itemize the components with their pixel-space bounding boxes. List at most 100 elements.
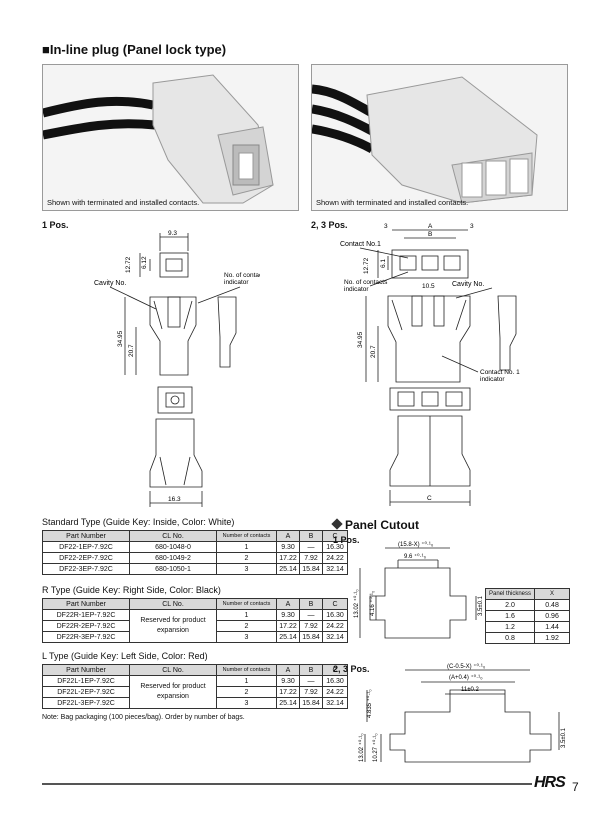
- cavity-label-r: Cavity No.: [452, 281, 484, 288]
- table-cell: 0.48: [534, 599, 571, 611]
- page-title: ■In-line plug (Panel lock type): [42, 42, 227, 57]
- photo-caption: Shown with terminated and installed cont…: [316, 198, 469, 207]
- table-cell: 24.22: [322, 552, 348, 564]
- col-c: C: [322, 530, 348, 542]
- dim-15-8-x: (15.8-X) ⁺⁰·¹₀: [398, 541, 434, 548]
- dim-12-72: 12.72: [125, 256, 132, 273]
- table-cell: 1: [216, 675, 277, 687]
- plug-photo-3pos: [312, 76, 538, 204]
- table-cell: 7.92: [299, 620, 323, 632]
- footer-divider: [42, 783, 532, 785]
- table-row: DF22L-1EP-7.92C Reserved for product exp…: [42, 675, 348, 709]
- dim-3-left: 3: [384, 223, 388, 230]
- table-cell: 15.84: [299, 631, 323, 643]
- contacts-indicator-label-r2: indicator: [344, 286, 369, 293]
- standard-table: Part Number CL No. Number of contacts A …: [42, 530, 348, 575]
- contacts-indicator-label-r: No. of contacts: [344, 279, 388, 286]
- table-header-cell: Part Number: [42, 664, 130, 676]
- col-cl-no: CL No.: [129, 530, 217, 542]
- table-cell: 24.22: [322, 686, 348, 698]
- reserved-cell: Reserved for product expansion: [129, 609, 217, 643]
- diamond-icon: [331, 518, 343, 530]
- table-cell: 17.22: [276, 686, 300, 698]
- dim-3-5-b: 3.5±0.1: [561, 727, 567, 748]
- table-cell: 3: [216, 563, 277, 575]
- table-cell: 3: [216, 631, 277, 643]
- table-cell: 7.92: [299, 552, 323, 564]
- table-cell: 9.30: [276, 609, 300, 621]
- dim-A: A: [428, 223, 433, 230]
- table-cell: 1: [216, 609, 277, 621]
- dim-12-72-r: 12.72: [363, 257, 370, 274]
- cavity-label: Cavity No.: [94, 280, 126, 287]
- drawing-1pos: 9.3 12.72 6.12 Cavity No. No. of contact…: [94, 230, 260, 507]
- table-row: DF22R-1EP-7.92C Reserved for product exp…: [42, 609, 348, 643]
- table-cell: 32.14: [322, 631, 348, 643]
- table-cell: 24.22: [322, 620, 348, 632]
- dim-13-02-b: 13.02 ⁺⁰·¹₀: [358, 733, 365, 762]
- table-cell: 680-1049-2: [129, 552, 217, 564]
- table-cell: 32.14: [322, 697, 348, 709]
- packaging-note: Note: Bag packaging (100 pieces/bag). Or…: [42, 714, 245, 721]
- table-cell: 3: [216, 697, 277, 709]
- r-type-table: Part Number CL No. Number of contacts A …: [42, 598, 348, 643]
- dim-4-16: 4.16 ⁺⁰·¹₀: [369, 590, 376, 616]
- plug-photo-1pos: [43, 74, 274, 204]
- table-cell: DF22-1EP-7.92C: [42, 541, 130, 553]
- table-cell: 1.2: [484, 621, 536, 633]
- contacts-indicator-label: No. of contacts: [224, 272, 260, 279]
- photo-3pos: Shown with terminated and installed cont…: [311, 64, 568, 211]
- table-cell: —: [299, 675, 323, 687]
- dim-9-3: 9.3: [168, 230, 177, 237]
- table-cell: 25.14: [276, 697, 300, 709]
- contact1-label: Contact No.1: [340, 241, 381, 248]
- table-cell: DF22-2EP-7.92C: [42, 552, 130, 564]
- table-cell: 32.14: [322, 563, 348, 575]
- contact1-indicator-label-2: indicator: [480, 376, 505, 383]
- table-cell: DF22-3EP-7.92C: [42, 563, 130, 575]
- table-cell: 9.30: [276, 675, 300, 687]
- r-type-title: R Type (Guide Key: Right Side, Color: Bl…: [42, 585, 221, 595]
- table-header-cell: C: [322, 598, 348, 610]
- table-cell: 1: [216, 541, 277, 553]
- table-cell: 16.30: [322, 609, 348, 621]
- table-header-cell: Panel thickness: [484, 588, 536, 600]
- cutout-23pos-drawing: (C-0.5-X) ⁺⁰·¹₀ (A+0.4) ⁺⁰·¹₀ 11±0.2 4.8…: [358, 663, 567, 763]
- dim-a-0-4: (A+0.4) ⁺⁰·¹₀: [449, 674, 483, 681]
- dim-6-12: 6.12: [141, 256, 148, 269]
- dim-34-95: 34.95: [117, 330, 124, 347]
- drawing-23pos: 3 A 3 B Contact No.1 12.72 6.1 No. of co…: [340, 223, 520, 506]
- table-header-cell: CL No.: [129, 598, 217, 610]
- reserved-cell: Reserved for product expansion: [129, 675, 217, 709]
- table-cell: 680-1048-0: [129, 541, 217, 553]
- col-contacts: Number of contacts: [216, 530, 277, 542]
- contact1-indicator-label: Contact No. 1: [480, 369, 520, 376]
- table-cell: 2: [216, 620, 277, 632]
- col-a: A: [276, 530, 300, 542]
- table-header-cell: A: [276, 598, 300, 610]
- table-header-cell: B: [299, 598, 323, 610]
- dim-3-right: 3: [470, 223, 474, 230]
- dim-3-5: 3.5±0.1: [478, 595, 484, 616]
- table-header-cell: CL No.: [129, 664, 217, 676]
- table-cell: 15.84: [299, 697, 323, 709]
- table-header-cell: X: [534, 588, 571, 600]
- table-cell: 2: [216, 552, 277, 564]
- table-cell: DF22L-3EP-7.92C: [42, 697, 130, 709]
- table-header-cell: A: [276, 664, 300, 676]
- table-cell: DF22L-2EP-7.92C: [42, 686, 130, 698]
- dim-C: C: [427, 495, 432, 502]
- table-cell: —: [299, 609, 323, 621]
- dim-11: 11±0.2: [461, 687, 480, 693]
- cutout-23pos-label: 2, 3 Pos.: [333, 664, 370, 674]
- dim-4-835: 4.835 ⁺⁰·¹₀: [366, 689, 373, 718]
- table-cell: DF22L-1EP-7.92C: [42, 675, 130, 687]
